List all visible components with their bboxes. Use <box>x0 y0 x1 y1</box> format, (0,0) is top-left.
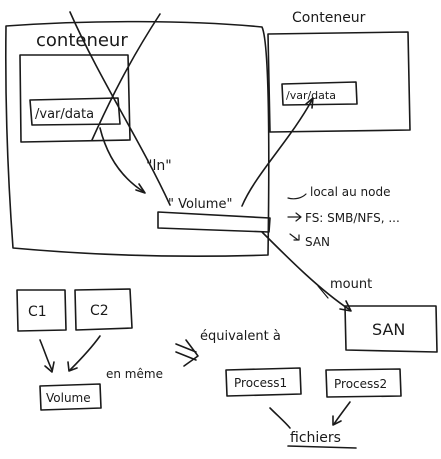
c1-box <box>16 289 67 332</box>
container-left-box <box>19 54 131 143</box>
container-right-box <box>267 31 411 133</box>
arrow-ln-head <box>135 183 146 194</box>
option-arrow-3 <box>289 233 300 241</box>
arrow-p2-fichiers <box>333 401 351 425</box>
arrow-right-to-volume <box>241 99 313 207</box>
arrow-p2-head <box>332 415 342 426</box>
arrow-mount-head <box>339 300 352 312</box>
cross-line-2 <box>91 13 161 141</box>
node-box <box>5 20 270 257</box>
equivalent-label: équivalent à <box>200 329 281 344</box>
volume-rect <box>157 211 271 233</box>
cross-line-1 <box>69 11 171 206</box>
c1-label: C1 <box>28 304 47 320</box>
path-left-label: /var/data <box>35 107 94 122</box>
container-left-path-box <box>29 97 121 126</box>
process1-label: Process1 <box>234 376 287 390</box>
container-right-label: Conteneur <box>292 10 366 26</box>
option-san: SAN <box>305 235 330 249</box>
ln-label: "ln" <box>146 158 172 174</box>
en-meme-label: en même <box>106 367 163 381</box>
arrow-p1-fichiers <box>269 407 291 429</box>
fichiers-underline <box>287 445 357 449</box>
arrow-right-head <box>305 97 314 109</box>
option-arrow-1 <box>287 193 307 200</box>
c2-box <box>74 288 133 331</box>
container-left-label: conteneur <box>36 30 128 51</box>
path-right-label: /var/data <box>286 89 336 102</box>
mount-tick <box>317 285 329 299</box>
fichiers-label: fichiers <box>290 430 341 446</box>
volume-box-bottom <box>39 383 102 411</box>
process1-box <box>225 367 302 397</box>
arrow-c2-volume <box>69 335 101 371</box>
option-local: local au node <box>310 185 391 199</box>
arrow-mount <box>261 231 351 311</box>
process2-label: Process2 <box>334 377 387 391</box>
volume-box-label: Volume <box>46 391 91 405</box>
arrow-c2-head <box>67 361 78 372</box>
arrow-c1-volume <box>39 339 53 371</box>
san-box <box>344 305 438 353</box>
c2-label: C2 <box>90 303 109 319</box>
container-right-path-box <box>281 81 358 106</box>
equivalence-arrow <box>175 339 199 367</box>
option-arrow-2 <box>287 212 302 222</box>
process2-box <box>325 368 402 398</box>
san-box-label: SAN <box>372 320 405 339</box>
volume-label: " Volume" <box>168 197 232 212</box>
arrow-ln <box>99 127 145 193</box>
mount-label: mount <box>330 277 372 292</box>
arrow-c1-head <box>44 361 55 373</box>
option-fs: FS: SMB/NFS, ... <box>305 211 400 225</box>
